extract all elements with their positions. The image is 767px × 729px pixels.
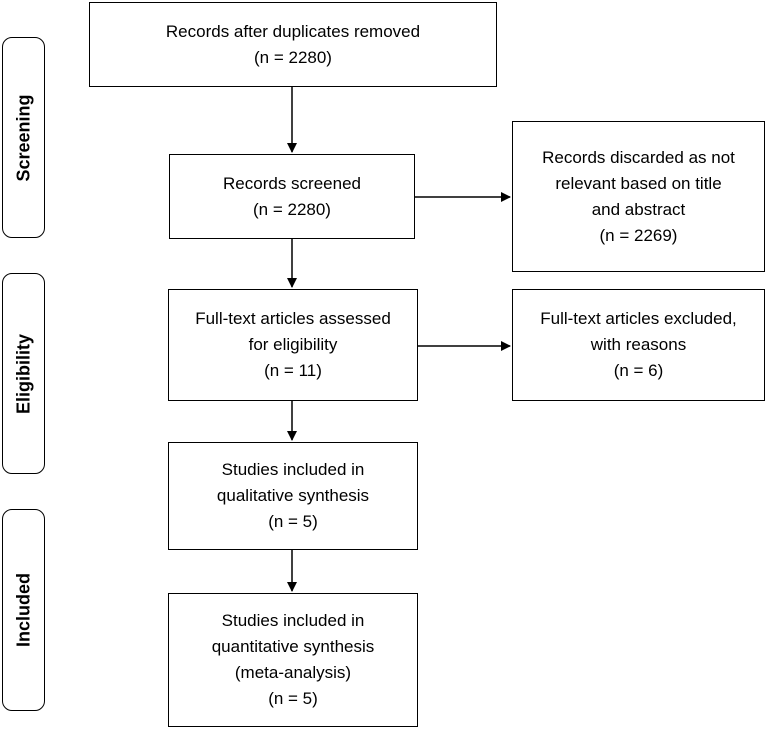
- box-quantitative-synthesis: Studies included in quantitative synthes…: [168, 593, 418, 727]
- box-duplicates-removed-line1: Records after duplicates removed: [165, 21, 421, 41]
- box-quantitative-synthesis-line3: (meta-analysis): [234, 663, 352, 682]
- stage-included: Included: [2, 509, 45, 711]
- box-records-discarded-count: (n = 2269): [599, 225, 678, 245]
- box-fulltext-excluded-count: (n = 6): [613, 361, 664, 380]
- box-records-discarded-line2: relevant based on title: [555, 173, 722, 193]
- box-duplicates-removed-count: (n = 2280): [254, 47, 332, 67]
- box-records-screened-line1: Records screened: [223, 173, 361, 193]
- box-records-discarded: Records discarded as not relevant based …: [512, 121, 765, 272]
- box-fulltext-excluded-line1: Full-text articles excluded,: [540, 309, 737, 328]
- stage-screening: Screening: [2, 37, 45, 238]
- box-fulltext-assessed: Full-text articles assessed for eligibil…: [168, 289, 418, 401]
- box-records-screened-count: (n = 2280): [253, 199, 331, 219]
- box-quantitative-synthesis-line1: Studies included in: [221, 611, 365, 630]
- box-records-discarded-line1: Records discarded as not: [542, 147, 735, 167]
- box-records-discarded-line3: and abstract: [591, 199, 686, 219]
- box-fulltext-excluded-line2: with reasons: [590, 335, 687, 354]
- box-quantitative-synthesis-count: (n = 5): [268, 689, 318, 708]
- box-fulltext-assessed-line1: Full-text articles assessed: [195, 309, 391, 328]
- stage-eligibility: Eligibility: [2, 273, 45, 474]
- box-fulltext-assessed-count: (n = 11): [264, 361, 322, 380]
- box-qualitative-synthesis-line1: Studies included in: [221, 460, 365, 479]
- box-qualitative-synthesis: Studies included in qualitative synthesi…: [168, 442, 418, 550]
- box-fulltext-excluded: Full-text articles excluded, with reason…: [512, 289, 765, 401]
- box-duplicates-removed: Records after duplicates removed (n = 22…: [89, 2, 497, 87]
- box-qualitative-synthesis-line2: qualitative synthesis: [216, 486, 370, 505]
- box-fulltext-assessed-line2: for eligibility: [248, 335, 338, 354]
- box-quantitative-synthesis-line2: quantitative synthesis: [211, 637, 375, 656]
- box-qualitative-synthesis-count: (n = 5): [268, 512, 318, 531]
- box-records-screened: Records screened (n = 2280): [169, 154, 415, 239]
